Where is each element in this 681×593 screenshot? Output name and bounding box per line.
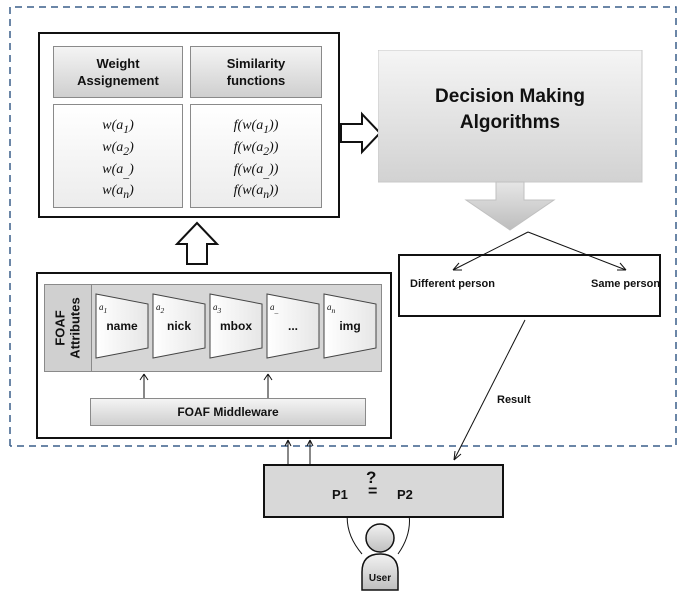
weight-an: w(an) <box>102 183 134 202</box>
similarity-a1: f(w(a1)) <box>233 118 279 136</box>
up-arrow-icon <box>174 221 220 265</box>
decision-title-line1: Decision Making <box>435 86 585 107</box>
right-arrow-icon <box>340 111 382 155</box>
comparison-box <box>263 464 504 518</box>
comparison-p1: P1 <box>332 487 348 502</box>
comparison-question: ? <box>366 468 377 487</box>
user-label: User <box>368 573 392 584</box>
foaf-middleware-label: FOAF Middleware <box>177 404 279 419</box>
decision-making-shape <box>378 50 643 231</box>
user-icon <box>361 523 399 591</box>
similarity-a2: f(w(a2)) <box>233 139 279 158</box>
weight-assignment-body <box>53 104 183 208</box>
comparison-equals: = <box>368 483 378 500</box>
weight-a2: w(a2) <box>102 139 134 158</box>
attr-sub-n: an <box>327 302 336 315</box>
similarity-functions-header <box>190 46 322 98</box>
outcome-different-person: Different person <box>410 278 495 290</box>
outcomes-box <box>398 254 661 317</box>
foaf-middleware-bar <box>90 398 366 426</box>
attr-sub-2: a2 <box>156 302 165 315</box>
result-label: Result <box>497 394 531 406</box>
attr-mbox: mbox <box>219 319 252 333</box>
attribute-shapes <box>95 293 377 359</box>
weight-assignment-header <box>53 46 183 98</box>
similarity-a-blank: f(w(a_)) <box>233 161 279 180</box>
attr-name: name <box>106 319 138 333</box>
attr-sub-blank: a_ <box>270 302 279 315</box>
weight-assignment-title-line1: Weight <box>96 56 140 71</box>
similarity-list: f(w(a1)) f(w(a2)) f(w(a_)) f(w(an)) <box>190 117 322 204</box>
similarity-an: f(w(an)) <box>233 183 279 202</box>
decision-title-line2: Algorithms <box>459 112 561 133</box>
middleware-connectors <box>139 373 273 398</box>
outcome-same-person: Same person <box>591 278 661 290</box>
outcome-split-arrows <box>452 231 627 271</box>
similarity-functions-body <box>190 104 322 208</box>
attr-img: img <box>339 319 361 333</box>
attr-sub-3: a3 <box>213 302 222 315</box>
attr-ellipsis: ... <box>287 319 298 333</box>
attr-sub-1: a1 <box>99 302 108 315</box>
similarity-functions-title: Similarity functions <box>190 46 322 98</box>
weight-list: w(a1) w(a2) w(a_) w(an) <box>53 117 183 204</box>
weight-assignment-title: Weight Assignement <box>53 46 183 98</box>
weight-a-blank: w(a_) <box>102 161 134 180</box>
attr-nick: nick <box>166 319 191 333</box>
comparison-p2: P2 <box>397 487 413 502</box>
similarity-functions-title-line1: Similarity <box>226 56 286 71</box>
foaf-attributes-side <box>45 285 92 371</box>
weight-assignment-title-line2: Assignement <box>77 73 159 88</box>
similarity-functions-title-line2: functions <box>226 73 286 88</box>
weight-a1: w(a1) <box>102 118 134 136</box>
decision-making-title: Decision Making Algorithms <box>378 80 642 140</box>
